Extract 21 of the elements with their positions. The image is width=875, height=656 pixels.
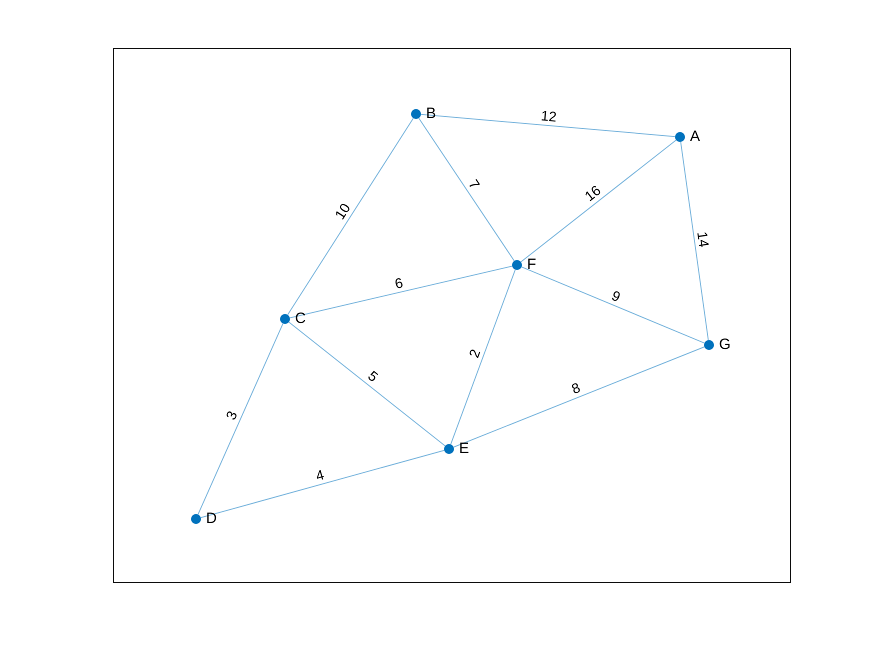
vertex-label: A bbox=[690, 128, 700, 145]
graph-edge bbox=[420, 114, 676, 138]
graph-edge bbox=[680, 141, 709, 341]
graph-edge bbox=[200, 450, 445, 518]
vertex-label: D bbox=[206, 510, 217, 527]
graph-edge bbox=[418, 118, 515, 262]
vertex-label: C bbox=[295, 310, 306, 327]
edge-weight-label: 14 bbox=[694, 230, 712, 250]
vertex-label: G bbox=[719, 336, 731, 353]
vertex-label: E bbox=[459, 440, 470, 457]
vertex-label: B bbox=[426, 105, 436, 122]
graph-edge bbox=[287, 118, 414, 316]
graph-edge bbox=[520, 140, 677, 262]
graph-edge bbox=[288, 322, 446, 446]
graph-edge bbox=[198, 323, 284, 515]
edge-weight-label: 12 bbox=[539, 108, 558, 125]
graph-edge bbox=[289, 266, 513, 318]
vertex-label: F bbox=[527, 256, 536, 273]
graph-edge bbox=[521, 266, 705, 344]
graph-edge bbox=[450, 269, 516, 445]
graph-edge bbox=[453, 346, 705, 448]
